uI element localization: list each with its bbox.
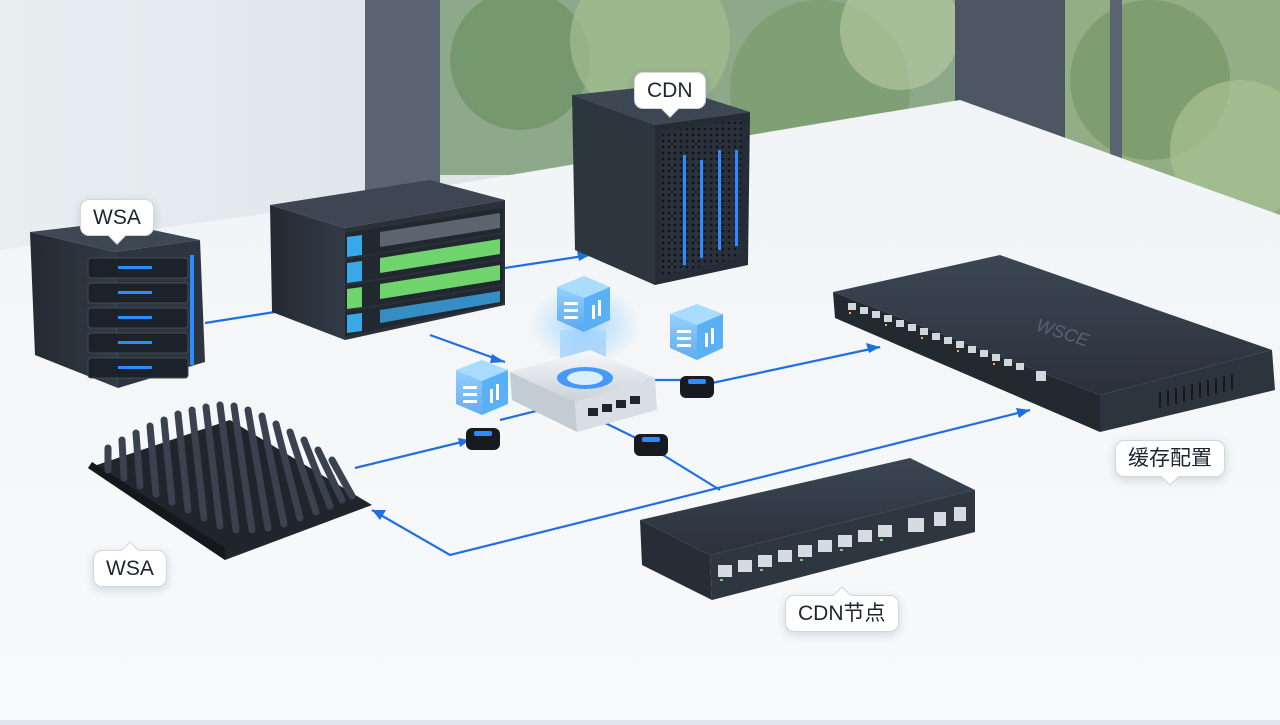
- holo-data-icon-left: [456, 360, 508, 415]
- router-ports: [588, 396, 640, 416]
- rack-module-row-3: [345, 260, 503, 310]
- holo-data-icon-top: [557, 276, 610, 332]
- rack-module-row-2: [345, 234, 503, 284]
- small-switch-ports: [718, 507, 966, 577]
- heatsink-device: [88, 401, 372, 560]
- rack-module-row-4: [345, 286, 503, 336]
- small-network-switch: [640, 458, 975, 600]
- rack-switch-stack: [270, 180, 505, 340]
- large-network-switch: WSCE: [833, 255, 1275, 432]
- holo-data-icon-right: [670, 304, 723, 360]
- switch-vents: [1159, 374, 1233, 408]
- label-cdn-top: CDN: [634, 72, 706, 109]
- label-wsa-top: WSA: [80, 199, 154, 236]
- window-frame-left: [365, 0, 440, 190]
- label-cache-config: 缓存配置: [1115, 440, 1225, 477]
- wsa-server-tower: [30, 222, 205, 388]
- switch-ports: [848, 303, 1046, 381]
- connector-nodes: [466, 376, 714, 456]
- label-cdn-node: CDN节点: [785, 595, 899, 632]
- rack-module-row-1: [345, 208, 503, 258]
- label-wsa-bottom: WSA: [93, 550, 167, 587]
- cdn-server-tower: [572, 85, 750, 285]
